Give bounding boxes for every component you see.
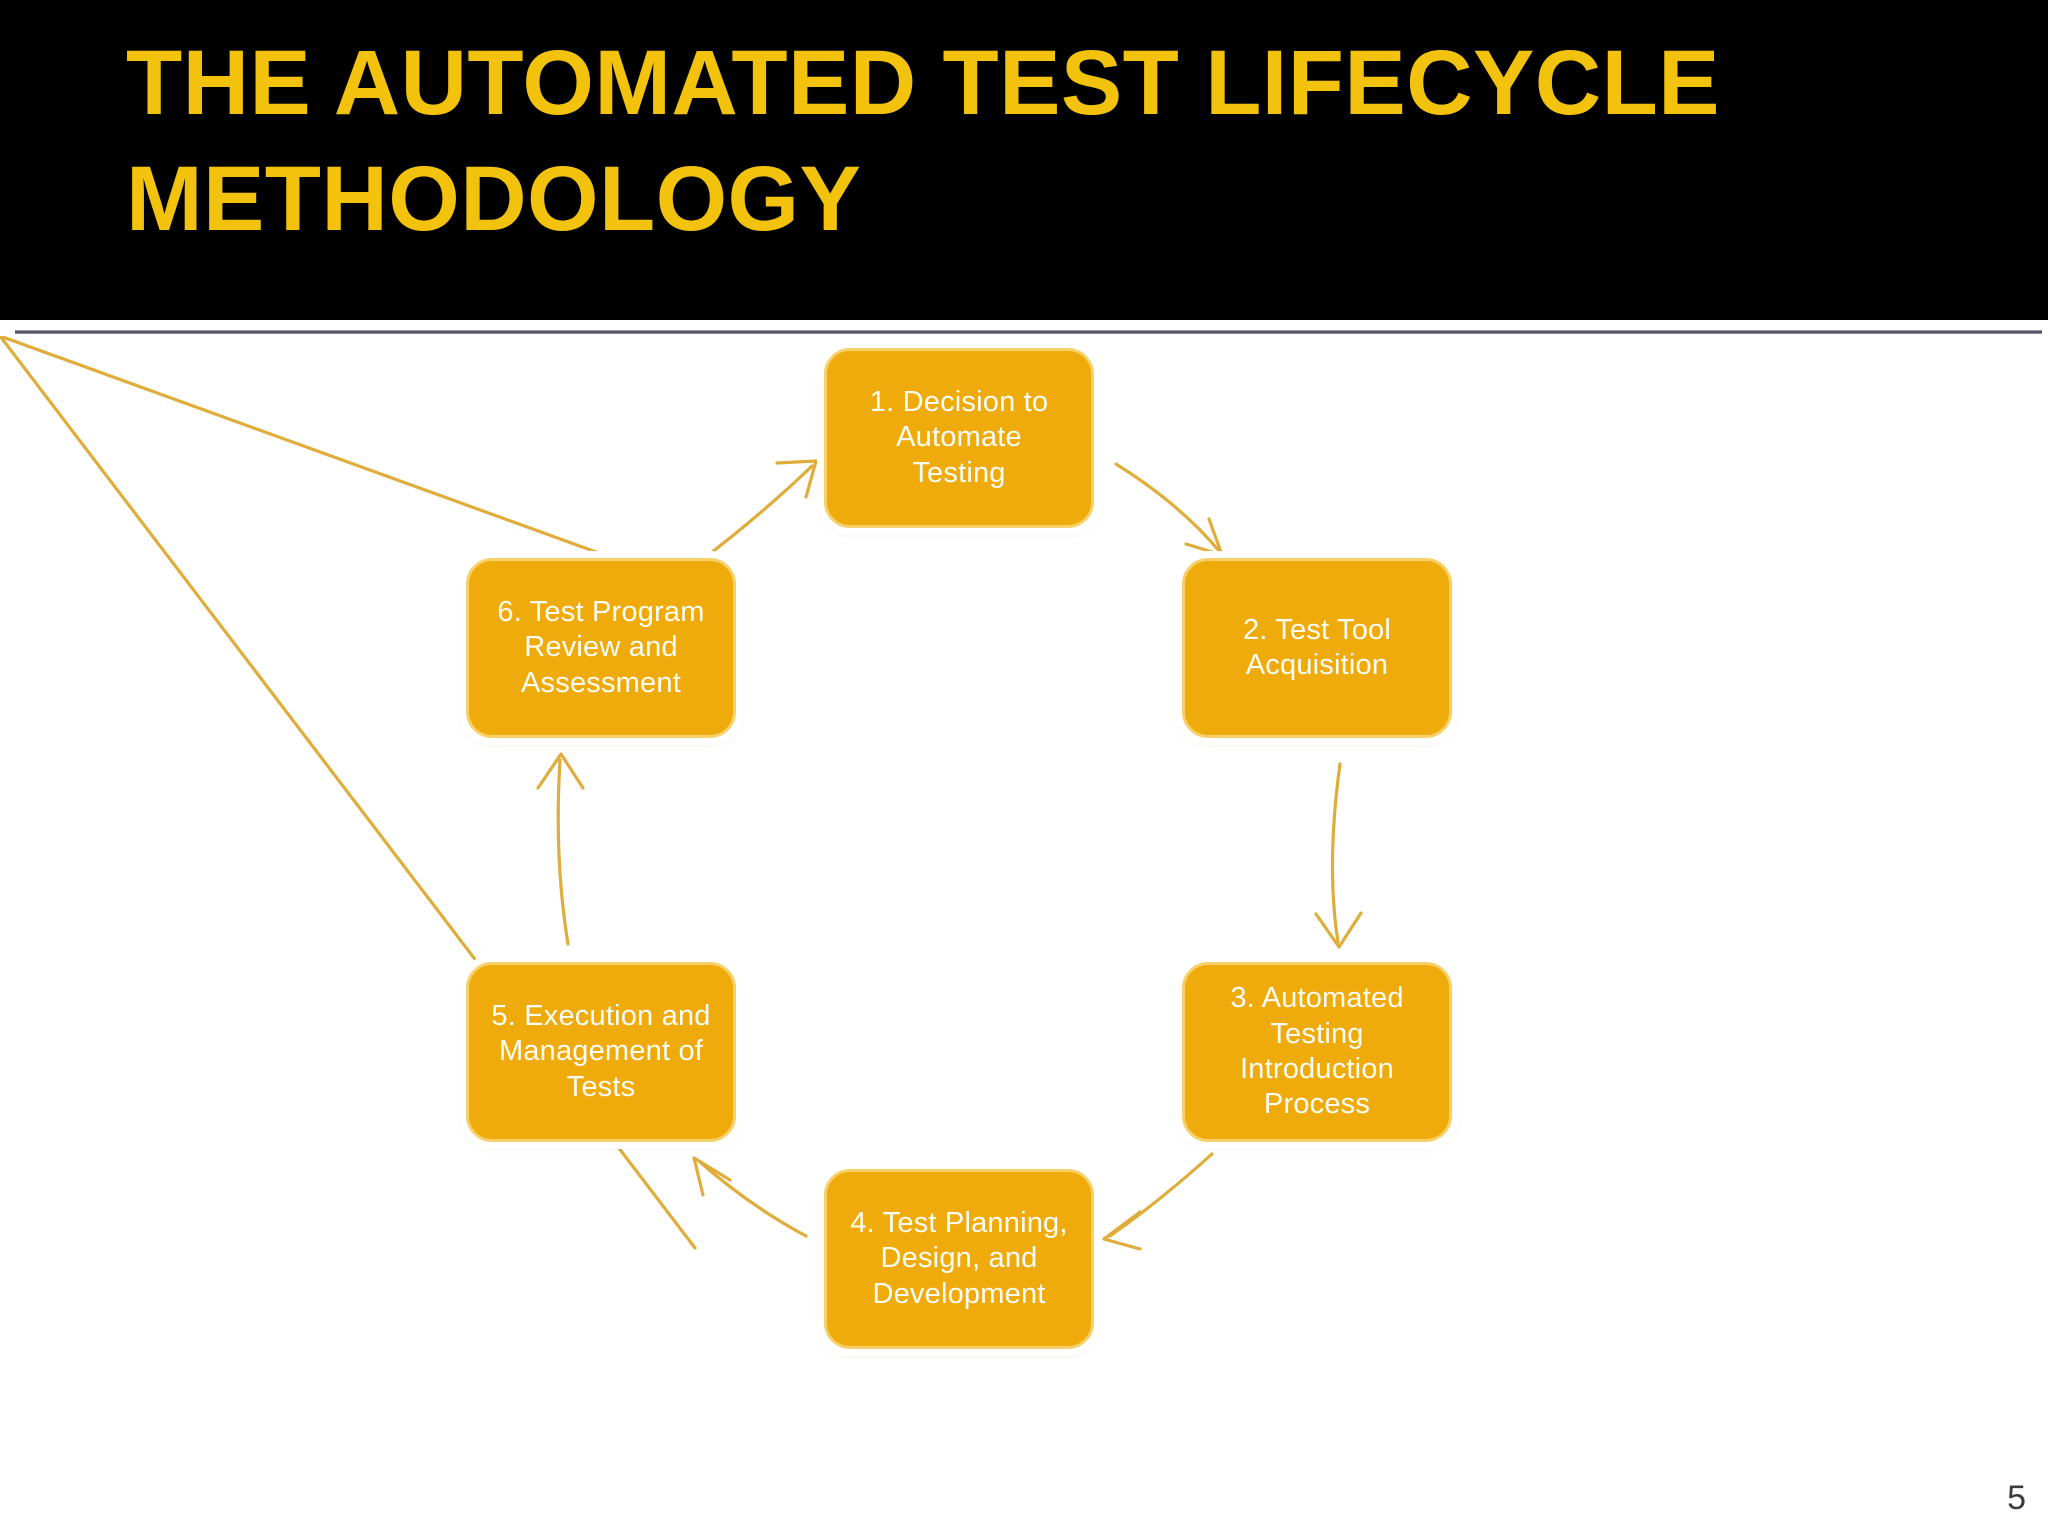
cycle-node-1-label: 1. Decision to Automate Testing — [869, 385, 1049, 489]
cycle-node-6-label: 6. Test Program Review and Assessment — [497, 595, 705, 699]
cycle-node-5[interactable]: 5. Execution and Management of Tests — [466, 962, 736, 1142]
cycle-node-2[interactable]: 2. Test Tool Acquisition — [1182, 558, 1452, 738]
slide-title-band: THE AUTOMATED TEST LIFECYCLE METHODOLOGY — [0, 0, 2048, 320]
lifecycle-cycle-diagram: .arw { fill: none; stroke: #E0AD3B; stro… — [0, 336, 2048, 1536]
cycle-node-1[interactable]: 1. Decision to Automate Testing — [824, 348, 1094, 528]
page-number: 5 — [2007, 1479, 2026, 1517]
arrow-1-to-2 — [1114, 462, 1224, 557]
arrow-3-to-4 — [1102, 1152, 1214, 1251]
cycle-node-4-label: 4. Test Planning, Design, and Developmen… — [850, 1206, 1068, 1310]
cycle-node-4[interactable]: 4. Test Planning, Design, and Developmen… — [824, 1169, 1094, 1349]
page-title: THE AUTOMATED TEST LIFECYCLE METHODOLOGY — [126, 32, 1720, 250]
cycle-node-6[interactable]: 6. Test Program Review and Assessment — [466, 558, 736, 738]
cycle-node-5-label: 5. Execution and Management of Tests — [491, 999, 711, 1103]
header-divider — [15, 330, 2042, 334]
cycle-node-3[interactable]: 3. Automated Testing Introduction Proces… — [1182, 962, 1452, 1142]
cycle-node-3-label: 3. Automated Testing Introduction Proces… — [1230, 982, 1404, 1121]
arrow-5-to-6 — [536, 752, 585, 946]
cycle-node-2-label: 2. Test Tool Acquisition — [1242, 613, 1392, 681]
arrow-4-to-5 — [692, 1156, 808, 1238]
arrow-2-to-3 — [1314, 762, 1363, 949]
